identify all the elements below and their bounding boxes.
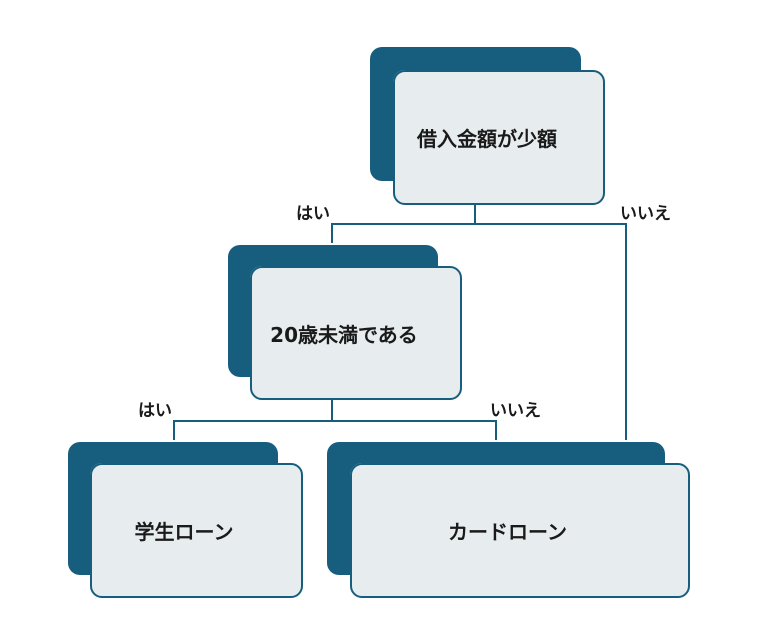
edge-label-age-yes: はい — [138, 401, 172, 421]
node-root-fill — [393, 70, 605, 205]
node-age-label: 20歳未満である — [270, 322, 418, 347]
connector-age-branch — [173, 420, 497, 440]
node-student-loan-label: 学生ローン — [134, 520, 234, 544]
node-card-loan-border — [350, 463, 690, 598]
edge-label-root-no: いいえ — [620, 204, 671, 224]
node-card-loan-fill — [350, 463, 690, 598]
edge-label-age-no: いいえ — [490, 401, 541, 421]
node-student-loan-fill — [90, 463, 303, 598]
node-root-label: 借入金額が少額 — [417, 127, 557, 151]
node-age-fill — [250, 266, 462, 400]
edge-label-root-yes: はい — [296, 204, 330, 224]
node-root-border — [393, 70, 605, 205]
node-student-loan-border — [90, 463, 303, 598]
node-card-loan-label: カードローン — [448, 520, 567, 544]
connector-root-branch — [331, 223, 627, 440]
node-age-border — [250, 266, 462, 400]
